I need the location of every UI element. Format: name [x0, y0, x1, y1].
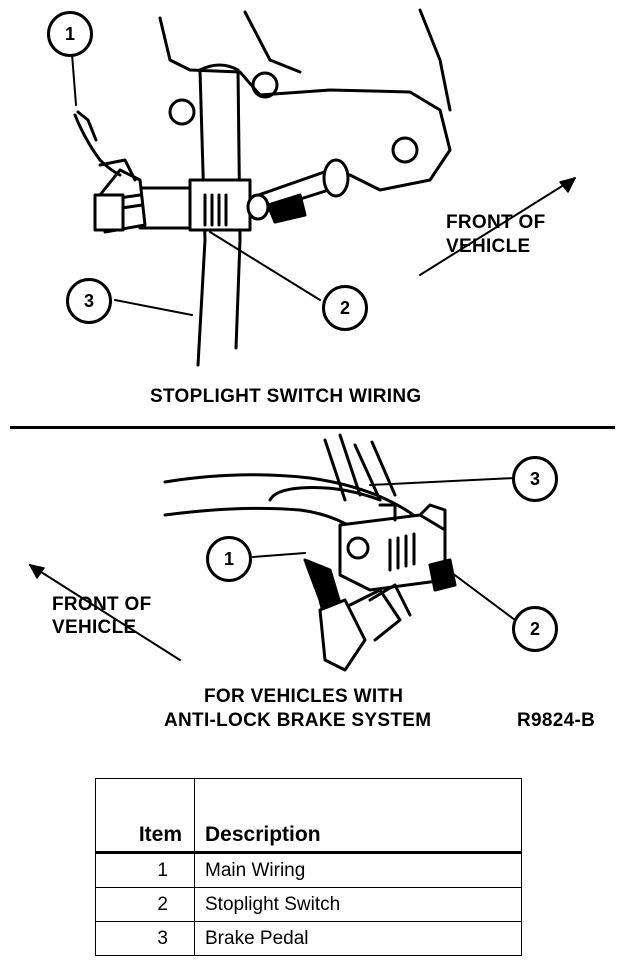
legend-item-number: 3	[95, 921, 195, 956]
section-divider	[10, 426, 615, 429]
callout-3-bottom: 3	[512, 456, 558, 502]
callout-label: 1	[64, 23, 75, 44]
callout-label: 1	[223, 548, 234, 569]
legend-header-item: Item	[95, 778, 195, 854]
callout-label: 2	[339, 297, 350, 318]
front-of-vehicle-label-bottom-2: VEHICLE	[52, 617, 137, 638]
connector-bottom	[303, 558, 412, 672]
callout-1-top: 1	[47, 11, 93, 57]
legend-item-description: Main Wiring	[194, 852, 522, 888]
bottom-figure-caption-line2: ANTI-LOCK BRAKE SYSTEM	[164, 710, 432, 731]
top-figure-caption: STOPLIGHT SWITCH WIRING	[150, 386, 422, 407]
table-row: 2 Stoplight Switch	[95, 887, 522, 922]
connector-top	[73, 110, 147, 234]
callout-3-top: 3	[66, 278, 112, 324]
legend-item-number: 2	[95, 887, 195, 922]
table-row: 3 Brake Pedal	[95, 921, 522, 956]
callout-label: 3	[529, 468, 540, 489]
bottom-figure-caption-line1: FOR VEHICLES WITH	[204, 686, 404, 707]
legend-header-description: Description	[194, 778, 522, 854]
figure-code: R9824-B	[517, 710, 596, 731]
stoplight-switch-bottom	[338, 503, 457, 592]
legend-item-description: Brake Pedal	[194, 921, 522, 956]
front-of-vehicle-label-top-1: FRONT OF	[446, 212, 546, 233]
callout-2-bottom: 2	[512, 606, 558, 652]
callout-label: 3	[83, 290, 94, 311]
table-row: 1 Main Wiring	[95, 852, 522, 888]
callout-label: 2	[529, 618, 540, 639]
legend-item-number: 1	[95, 852, 195, 888]
front-of-vehicle-label-top-2: VEHICLE	[446, 236, 531, 257]
front-of-vehicle-label-bottom-1: FRONT OF	[52, 594, 152, 615]
legend-item-description: Stoplight Switch	[194, 887, 522, 922]
legend-table: Item Description 1 Main Wiring 2 Stoplig…	[95, 778, 522, 956]
legend-header-row: Item Description	[95, 778, 522, 854]
stoplight-switch-top	[138, 158, 350, 232]
diagram-artwork	[29, 8, 576, 672]
callout-1-bottom: 1	[206, 536, 252, 582]
callout-2-top: 2	[322, 285, 368, 331]
brake-pedal-bracket-top	[158, 8, 452, 367]
